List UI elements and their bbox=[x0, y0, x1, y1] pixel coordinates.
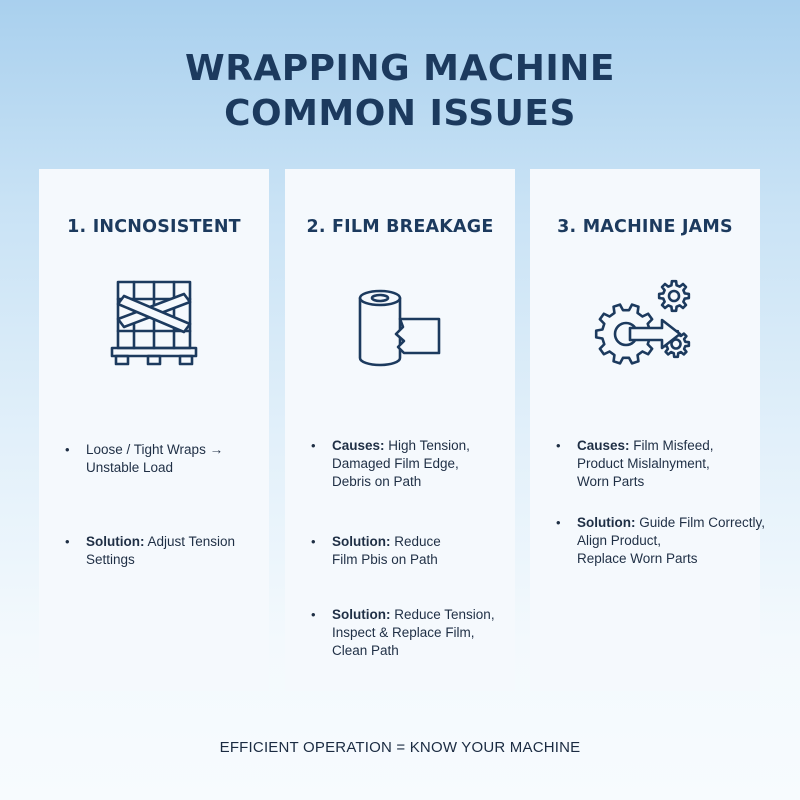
issue-card-inconsistent: 1. INCNOSISTENT Loose / Tight Wraps → Un… bbox=[39, 169, 269, 691]
page-title: WRAPPING MACHINE COMMON ISSUES bbox=[0, 46, 800, 136]
card-title: 2. FILM BREAKAGE bbox=[306, 217, 494, 237]
bullet-item: Solution: Reduce Film Pbis on Path bbox=[311, 533, 510, 569]
torn-film-roll-icon bbox=[285, 274, 515, 374]
card-title: 1. INCNOSISTENT bbox=[67, 217, 241, 237]
issue-card-machine-jams: 3. MACHINE JAMS Causes: Film Misfeed, Pr… bbox=[530, 169, 765, 691]
bullet-item: Solution: Guide Film Correctly, Align Pr… bbox=[556, 514, 765, 568]
bullet-item: Loose / Tight Wraps → Unstable Load bbox=[65, 441, 264, 477]
issue-card-film-breakage: 2. FILM BREAKAGE Causes: High Tension, D… bbox=[285, 169, 515, 691]
arrow-right-icon bbox=[628, 318, 682, 350]
card-title: 3. MACHINE JAMS bbox=[557, 217, 733, 237]
bullet-item: Solution: Reduce Tension, Inspect & Repl… bbox=[311, 606, 510, 660]
bullet-item: Causes: Film Misfeed, Product Mislalnyme… bbox=[556, 437, 755, 491]
bullet-item: Solution: Adjust Tension Settings bbox=[65, 533, 264, 569]
small-gear-icon bbox=[657, 279, 691, 313]
page-title-line-1: WRAPPING MACHINE bbox=[184, 48, 615, 89]
bullet-item: Causes: High Tension, Damaged Film Edge,… bbox=[311, 437, 510, 491]
footer-tagline: EFFICIENT OPERATION = KNOW YOUR MACHINE bbox=[219, 739, 581, 756]
wrapped-pallet-icon bbox=[39, 274, 269, 374]
page-title-line-2: COMMON ISSUES bbox=[224, 93, 576, 134]
gears-arrow-icon bbox=[530, 274, 760, 374]
